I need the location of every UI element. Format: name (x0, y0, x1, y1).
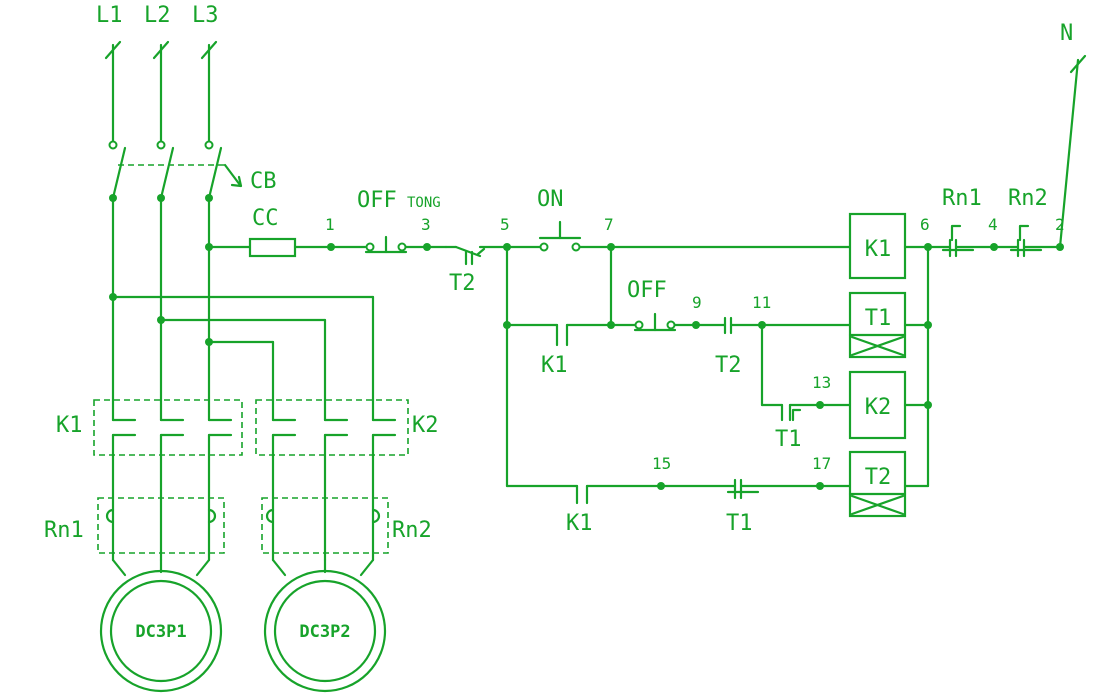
label-fuse: CC (252, 206, 279, 231)
label-n: N (1060, 21, 1073, 46)
node-13: 13 (812, 373, 831, 392)
coil-t1 (848, 291, 907, 359)
label-relay-rn2: Rn2 (392, 518, 432, 543)
label-contact-t2-nc2: T2 (715, 353, 742, 378)
branch-bottom (505, 478, 852, 505)
motor-dc3p2 (263, 569, 387, 693)
label-l3: L3 (192, 3, 219, 28)
label-rn1-contact: Rn1 (942, 186, 982, 211)
right-rail (903, 54, 1087, 488)
label-contactor-k2: K2 (412, 413, 439, 438)
motor-dc3p1 (99, 569, 223, 693)
label-coil-t1: T1 (865, 306, 892, 331)
contactor-k1 (93, 399, 243, 562)
fuse-cc (248, 237, 297, 258)
label-coil-k1: K1 (865, 237, 892, 262)
label-motor-2: DC3P2 (299, 622, 350, 642)
coil-k1 (848, 212, 907, 280)
node-7: 7 (604, 215, 614, 234)
label-coil-t2: T2 (865, 465, 892, 490)
control-main-line (205, 220, 852, 266)
label-contact-k1-no: K1 (566, 511, 593, 536)
label-l1: L1 (96, 3, 123, 28)
label-relay-rn1: Rn1 (44, 518, 84, 543)
reversing-wires (109, 293, 375, 422)
label-on-button: ON (537, 187, 564, 212)
label-cb: CB (250, 169, 277, 194)
label-off-main-suffix: TONG (407, 195, 441, 211)
label-off-button: OFF (627, 278, 667, 303)
label-rn2-contact: Rn2 (1008, 186, 1048, 211)
node-11: 11 (752, 293, 771, 312)
node-5: 5 (500, 215, 510, 234)
branch-node-5 (503, 245, 852, 488)
node-3: 3 (421, 215, 431, 234)
label-l2: L2 (144, 3, 171, 28)
circuit-breaker (109, 146, 243, 422)
node-2: 2 (1055, 215, 1065, 234)
node-15: 15 (652, 454, 671, 473)
label-contact-t1-no: T1 (775, 427, 802, 452)
node-17: 17 (812, 454, 831, 473)
label-contactor-k1: K1 (56, 413, 83, 438)
coil-t2 (848, 450, 907, 518)
label-contact-t2-nc: T2 (449, 271, 476, 296)
coil-k2 (848, 370, 907, 440)
label-contact-k1-hold: K1 (541, 353, 568, 378)
thermal-relay-rn1 (97, 497, 225, 554)
branch-node-11 (760, 323, 852, 422)
supply-lines (104, 40, 218, 150)
thermal-relay-rn2 (261, 497, 389, 554)
node-1: 1 (325, 215, 335, 234)
label-motor-1: DC3P1 (135, 622, 186, 642)
contactor-k2 (255, 399, 409, 562)
node-9: 9 (692, 293, 702, 312)
label-off-main: OFF (357, 188, 397, 213)
node-6: 6 (920, 215, 930, 234)
node-4: 4 (988, 215, 998, 234)
label-contact-t1-nc: T1 (726, 511, 753, 536)
label-coil-k2: K2 (865, 395, 892, 420)
